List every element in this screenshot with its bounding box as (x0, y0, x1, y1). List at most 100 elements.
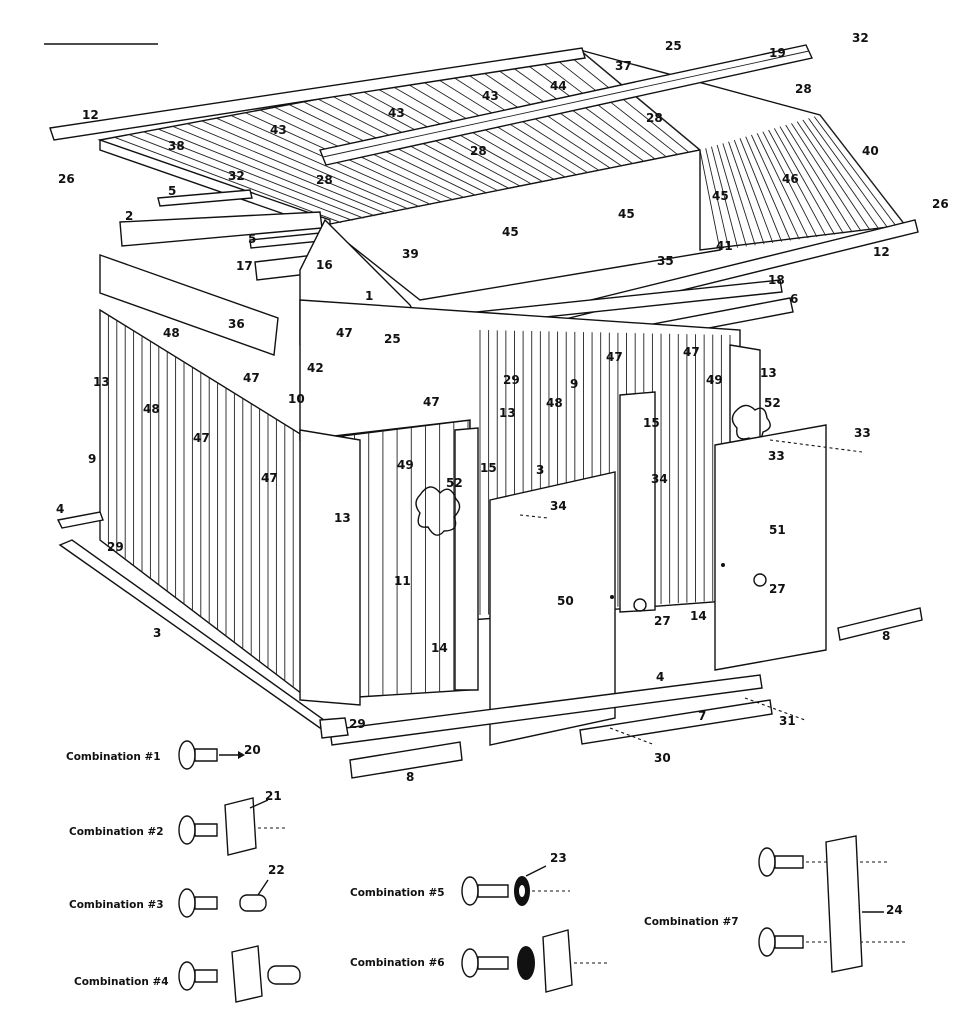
part-label-p6: 6 (790, 292, 798, 306)
part-label-p36: 36 (228, 317, 245, 331)
part-label-p50: 50 (557, 594, 574, 608)
part-label-p43a: 43 (482, 89, 499, 103)
part-label-p49b: 49 (397, 458, 414, 472)
part-label-p10: 10 (288, 392, 305, 406)
part-label-p19: 19 (769, 46, 786, 60)
part-label-p14b: 14 (431, 641, 448, 655)
hardware-label-h24: 24 (886, 903, 903, 917)
part-label-p47f: 47 (193, 431, 210, 445)
part-label-p37: 37 (615, 59, 632, 73)
part-label-p2: 2 (125, 209, 133, 223)
part-label-p38: 38 (168, 139, 185, 153)
part-label-p8a: 8 (882, 629, 890, 643)
cap-nut-icon (267, 965, 301, 985)
washer-icon (517, 946, 535, 980)
part-label-p13b: 13 (93, 375, 110, 389)
part-label-p4a: 4 (56, 502, 64, 516)
hardware-combinations (178, 740, 905, 1003)
hardware-label-h21: 21 (265, 789, 282, 803)
combination-captions: Combination #1 Combination #2 Combination … (66, 751, 739, 988)
part-label-p28c: 28 (470, 144, 487, 158)
part-label-p28b: 28 (646, 111, 663, 125)
part-label-p28a: 28 (795, 82, 812, 96)
part-label-p25a: 25 (665, 39, 682, 53)
part-label-p44: 44 (550, 79, 567, 93)
part-label-p47e: 47 (423, 395, 440, 409)
part-label-p43b: 43 (388, 106, 405, 120)
part-label-p35: 35 (657, 254, 674, 268)
part-label-p52a: 52 (764, 396, 781, 410)
clip-plate-icon (224, 797, 288, 856)
part-label-p7: 7 (698, 709, 706, 723)
combination-caption-c1: Combination #1 (66, 751, 161, 763)
doors (489, 424, 827, 746)
part-label-p48c: 48 (143, 402, 160, 416)
part-label-p47g: 47 (261, 471, 278, 485)
screw-icon (178, 888, 218, 918)
screw-icon (178, 815, 218, 845)
explode-lines (519, 439, 863, 746)
screw-icon (461, 876, 509, 906)
combination-caption-c3: Combination #3 (69, 899, 164, 911)
part-label-p47c: 47 (683, 345, 700, 359)
part-label-p26a: 26 (58, 172, 75, 186)
part-label-p15a: 15 (643, 416, 660, 430)
combination-caption-c6: Combination #6 (350, 957, 445, 969)
part-label-p42: 42 (307, 361, 324, 375)
part-label-p27a: 27 (769, 582, 786, 596)
clip-plate-icon (231, 945, 263, 1003)
part-label-p29c: 29 (349, 717, 366, 731)
part-label-p26b: 26 (932, 197, 949, 211)
part-label-p40: 40 (862, 144, 879, 158)
part-label-p45b: 45 (618, 207, 635, 221)
door-50 (489, 471, 616, 746)
door-51 (714, 424, 827, 671)
part-label-p13c: 13 (499, 406, 516, 420)
part-label-p41: 41 (716, 239, 733, 253)
part-label-p34a: 34 (651, 472, 668, 486)
combination-caption-c5: Combination #5 (350, 887, 445, 899)
part-label-p25b: 25 (384, 332, 401, 346)
hardware-label-h22: 22 (268, 863, 285, 877)
part-label-p1: 1 (365, 289, 373, 303)
hardware-part-labels: 20 21 22 23 24 (244, 743, 903, 917)
part-label-p11: 11 (394, 574, 411, 588)
part-label-p34b: 34 (550, 499, 567, 513)
part-label-p5a: 5 (168, 184, 176, 198)
screw-icon (178, 961, 218, 991)
part-label-p16: 16 (316, 258, 333, 272)
screw-icon (178, 740, 245, 770)
part-label-p47d: 47 (243, 371, 260, 385)
part-label-p12a: 12 (82, 108, 99, 122)
part-label-p5b: 5 (248, 232, 256, 246)
combination-caption-c2: Combination #2 (69, 826, 164, 838)
part-label-p29b: 29 (107, 540, 124, 554)
hardware-label-h23: 23 (550, 851, 567, 865)
part-label-p29a: 29 (503, 373, 520, 387)
part-label-p46: 46 (782, 172, 799, 186)
hardware-label-h20: 20 (244, 743, 261, 757)
part-label-p12b: 12 (873, 245, 890, 259)
clip-strip-icon (825, 835, 863, 973)
part-label-p18: 18 (768, 273, 785, 287)
part-label-p32b: 32 (228, 169, 245, 183)
part-label-p8b: 8 (406, 770, 414, 784)
part-label-p17: 17 (236, 259, 253, 273)
washer-icon (514, 865, 570, 906)
part-label-p51: 51 (769, 523, 786, 537)
screw-icon (461, 948, 509, 978)
part-label-p9a: 9 (570, 377, 578, 391)
base-rails (56, 511, 923, 779)
part-label-p15b: 15 (480, 461, 497, 475)
part-label-p27b: 27 (654, 614, 671, 628)
part-label-p9b: 9 (88, 452, 96, 466)
part-label-p3a: 3 (536, 463, 544, 477)
part-label-p32a: 32 (852, 31, 869, 45)
combination-caption-c4: Combination #4 (74, 976, 169, 988)
part-label-p31: 31 (779, 714, 796, 728)
wall-panels (99, 299, 771, 706)
part-label-p39: 39 (402, 247, 419, 261)
